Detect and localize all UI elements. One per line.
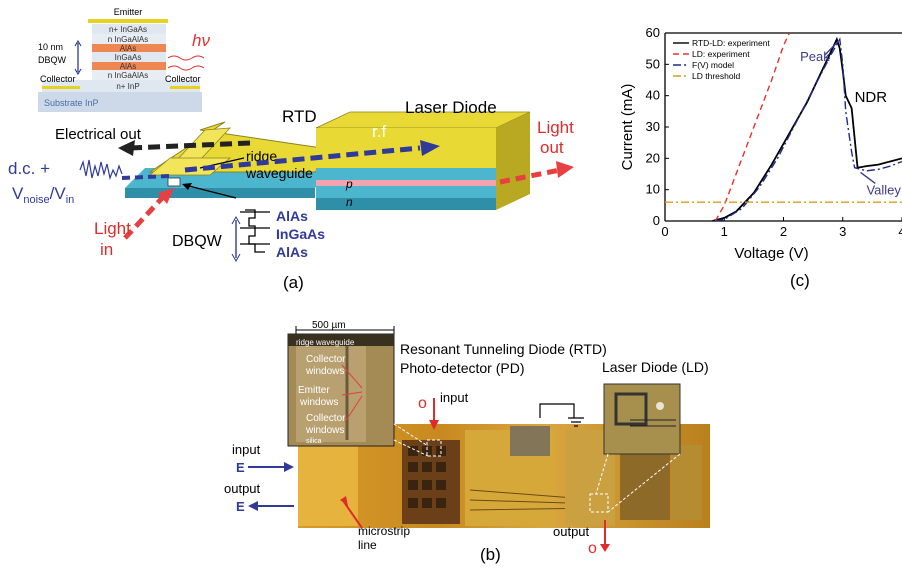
dbqw-thickness: 10 nm <box>38 42 63 52</box>
output-left-label: output <box>224 481 261 496</box>
vnoise-label: Vnoise/Vin <box>12 184 74 206</box>
caption-c: (c) <box>790 271 810 290</box>
series-line-1 <box>714 33 791 221</box>
layer-n-ingaalas-2: n InGaAlAs <box>108 71 148 80</box>
x-tick-label: 0 <box>661 224 668 239</box>
rtd-title: RTD <box>282 107 317 126</box>
output-bottom-o: o <box>588 540 597 557</box>
noise-signal-icon <box>79 159 123 181</box>
microstrip-label-2: line <box>358 538 377 552</box>
legend-label-0: RTD-LD: experiment <box>692 38 770 48</box>
panel-c: 012340102030405060Voltage (V)Current (mA… <box>610 0 902 300</box>
output-e-label: E <box>236 499 245 514</box>
dbqw-small: DBQW <box>38 55 67 65</box>
input-top-o: o <box>418 395 427 412</box>
layer-n-plus-inp: n+ InP <box>116 82 139 91</box>
ld-label: Laser Diode (LD) <box>602 359 709 375</box>
collector-2-line1: Collector <box>306 413 346 424</box>
ridge-label-1: ridge <box>246 148 277 164</box>
scale-bar-label: 500 µm <box>312 320 346 331</box>
y-tick-label: 50 <box>646 56 660 71</box>
x-tick-label: 1 <box>721 224 728 239</box>
layer-substrate: Substrate InP <box>44 98 99 108</box>
y-tick-label: 60 <box>646 25 660 40</box>
input-top-label: input <box>440 390 469 405</box>
layer-n-ingaalas: n InGaAlAs <box>108 35 148 44</box>
layer-stack: Emitter n+ InGaAs n InGaAlAs AlAs InGaAs… <box>38 7 202 112</box>
input-left-label: input <box>232 442 261 457</box>
y-tick-label: 30 <box>646 119 660 134</box>
rtd-label: Resonant Tunneling Diode (RTD) <box>400 341 607 357</box>
input-e-label: E <box>236 460 245 475</box>
collector-right: Collector <box>165 74 201 84</box>
layer-alas-2: AlAs <box>120 62 136 71</box>
peak-arrow <box>824 40 840 56</box>
electrical-out-label: Electrical out <box>55 126 142 143</box>
collector-2-line2: windows <box>305 425 344 436</box>
p-layer-label: p <box>345 177 353 191</box>
qw-alas-top: AlAs <box>276 208 308 224</box>
rf-label: r.f <box>372 122 386 141</box>
legend-label-3: LD threshold <box>692 71 740 81</box>
panel-b: ridge waveguide Collector windows Emitte… <box>220 318 720 565</box>
series-line-2 <box>715 37 902 221</box>
laser-diode-title: Laser Diode <box>405 98 497 117</box>
x-tick-label: 4 <box>898 224 902 239</box>
collector-1-line2: windows <box>305 366 344 377</box>
x-axis-label: Voltage (V) <box>734 245 808 262</box>
valley-arrow <box>860 171 876 184</box>
y-axis-label: Current (mA) <box>619 84 636 171</box>
series-line-0 <box>712 36 902 221</box>
x-tick-label: 2 <box>780 224 787 239</box>
y-tick-label: 0 <box>653 213 660 228</box>
panel-b-figure: ridge waveguide Collector windows Emitte… <box>224 320 710 564</box>
light-in-label-1: Light <box>94 219 131 238</box>
photon-wave-icon <box>167 55 205 71</box>
annotation-ndr: NDR <box>855 89 888 106</box>
dbqw-band-diagram <box>182 183 270 263</box>
layer-n-plus-ingaas: n+ InGaAs <box>109 25 147 34</box>
n-layer-label: n <box>346 195 353 209</box>
light-in-label-2: in <box>100 240 113 259</box>
panel-a: Emitter n+ InGaAs n InGaAlAs AlAs InGaAs… <box>0 0 610 300</box>
legend-label-2: F(V) model <box>692 60 734 70</box>
y-tick-label: 10 <box>646 182 660 197</box>
hv-label: hν <box>192 31 210 50</box>
light-out-label-2: out <box>540 138 564 157</box>
layer-emitter: Emitter <box>114 7 143 17</box>
y-tick-label: 40 <box>646 88 660 103</box>
light-out-label-1: Light <box>537 118 574 137</box>
silica-label: silica <box>306 438 322 445</box>
microstrip-label-1: microstrip <box>358 524 410 538</box>
ridge-label-2: waveguide <box>245 165 313 181</box>
legend-label-1: LD: experiment <box>692 49 750 59</box>
annotation-valley: Valley <box>866 182 901 197</box>
dbqw-big-label: DBQW <box>172 233 223 250</box>
collector-1-line1: Collector <box>306 354 346 365</box>
qw-ingaas: InGaAs <box>276 226 325 242</box>
iv-chart: 012340102030405060Voltage (V)Current (mA… <box>619 25 902 290</box>
panel-a-figure: Emitter n+ InGaAs n InGaAlAs AlAs InGaAs… <box>8 7 574 292</box>
ground-icon <box>539 403 584 427</box>
chart-series-group <box>665 33 902 221</box>
dc-label: d.c. + <box>8 159 50 178</box>
collector-left: Collector <box>40 74 76 84</box>
annotation-peak: Peak <box>800 49 830 64</box>
layer-ingaas: InGaAs <box>115 53 142 62</box>
emitter-line1: Emitter <box>298 385 330 396</box>
pd-label: Photo-detector (PD) <box>400 360 525 376</box>
layer-alas-1: AlAs <box>120 44 136 53</box>
chart-axes: 012340102030405060Voltage (V)Current (mA… <box>619 25 902 262</box>
caption-a: (a) <box>283 273 304 292</box>
emitter-line2: windows <box>299 397 338 408</box>
qw-alas-bottom: AlAs <box>276 244 308 260</box>
output-bottom-label: output <box>553 524 590 539</box>
x-tick-label: 3 <box>839 224 846 239</box>
ridge-waveguide-label: ridge waveguide <box>296 338 355 347</box>
caption-b: (b) <box>480 545 501 564</box>
y-tick-label: 20 <box>646 150 660 165</box>
